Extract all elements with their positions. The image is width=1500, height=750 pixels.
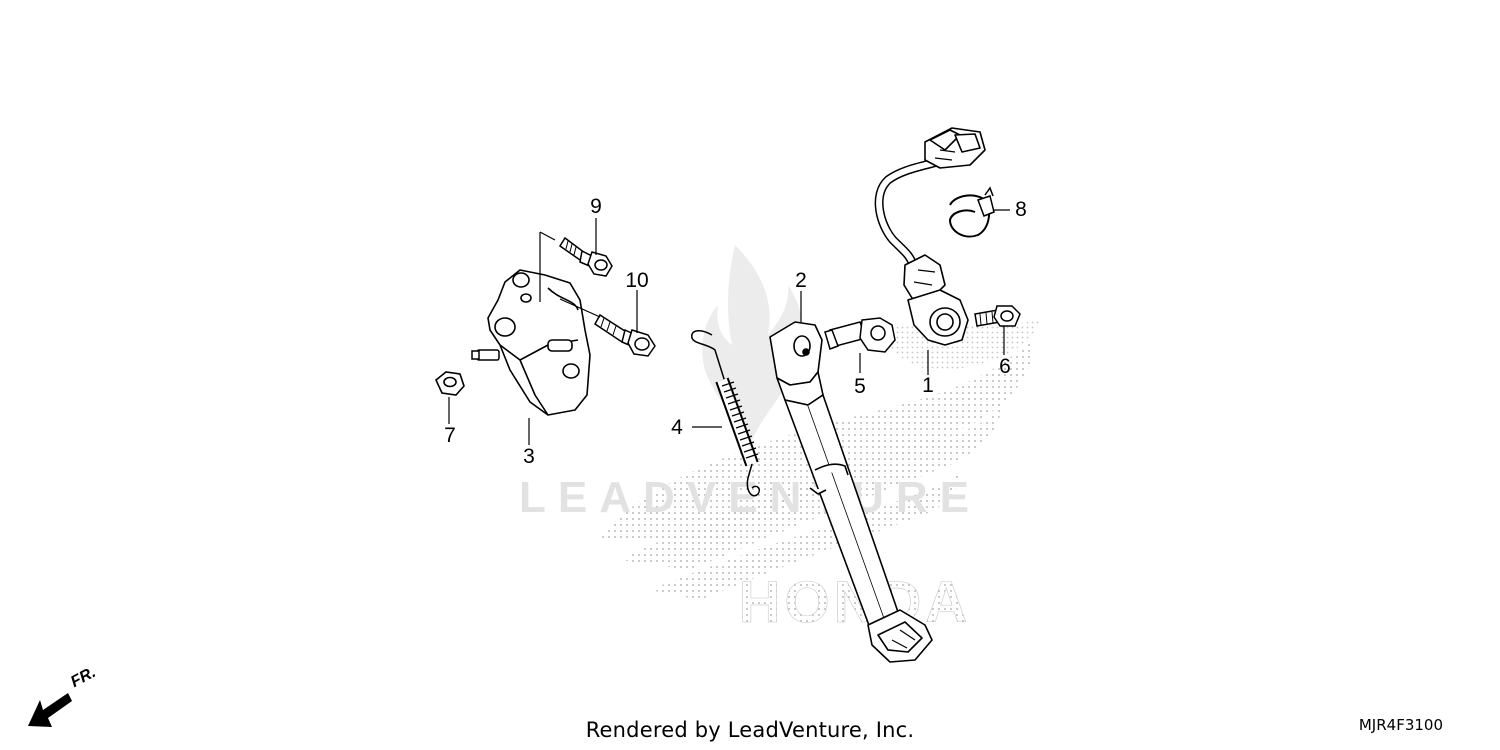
side-stand <box>769 321 933 663</box>
callout-4: 4 <box>671 416 683 439</box>
switch-bolt <box>974 305 1021 327</box>
callout-5: 5 <box>854 375 866 398</box>
callout-7: 7 <box>444 424 456 447</box>
leader-lines <box>448 209 1010 445</box>
callout-8: 8 <box>1015 198 1027 221</box>
flange-bolt-lower <box>594 313 656 357</box>
callout-6: 6 <box>999 355 1011 378</box>
callout-9: 9 <box>590 195 602 218</box>
callout-10: 10 <box>625 269 649 292</box>
leadventure-watermark-text: LEADVENTURE <box>519 473 981 522</box>
bracket-stud-bolt <box>471 349 500 361</box>
callout-2: 2 <box>795 269 807 292</box>
render-credit: Rendered by LeadVenture, Inc. <box>585 718 915 742</box>
side-stand-bracket <box>487 269 591 416</box>
flange-nut <box>435 371 465 396</box>
pivot-bolt <box>824 317 896 353</box>
callout-3: 3 <box>523 445 535 468</box>
harness-clamp <box>948 186 995 238</box>
flange-bolt-upper <box>558 236 613 277</box>
front-direction-arrow-icon <box>28 693 72 727</box>
callout-1: 1 <box>922 374 934 397</box>
side-stand-switch <box>874 127 986 346</box>
side-stand-spring <box>691 330 761 497</box>
diagram-code: MJR4F3100 <box>1358 716 1443 734</box>
